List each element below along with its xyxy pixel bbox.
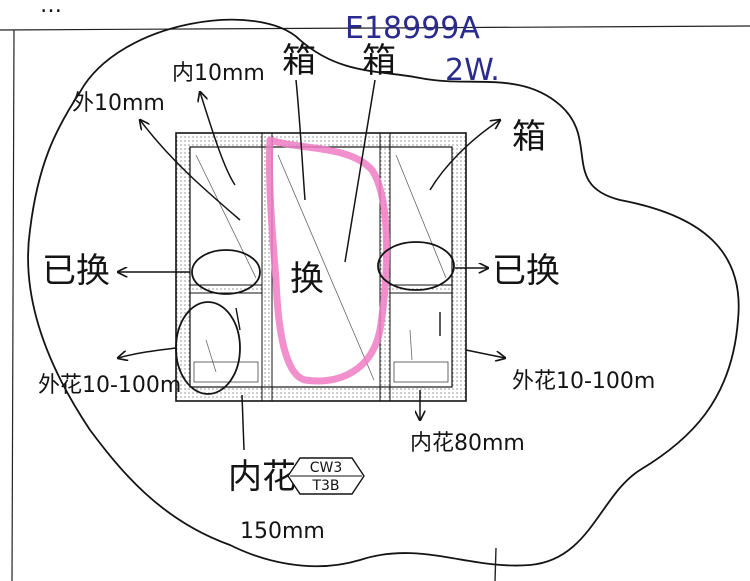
arrow-replace-center <box>344 79 376 263</box>
replace-highlight <box>265 136 391 385</box>
arrow-glass-mid <box>295 79 306 201</box>
label-glass-mid: 箱 <box>282 41 316 81</box>
label-glass-mid-2: 箱 <box>362 41 396 81</box>
label-replaced-right: 已换 <box>492 251 560 291</box>
glass-hatch-left-top <box>195 154 257 279</box>
rating-badge: CW3 T3B <box>287 457 365 495</box>
ref-code: E18999A <box>345 11 480 46</box>
ref-sub: 2W. <box>445 53 500 88</box>
badge-top: CW3 <box>310 460 343 476</box>
label-inner-scratch-bottom-length: 150mm <box>240 519 325 544</box>
label-scratch-left: 外花10-100m <box>38 373 181 398</box>
glass-mark-right-bottom <box>409 329 413 361</box>
transom-left <box>189 284 263 294</box>
label-glass-right: 箱 <box>512 117 546 157</box>
arrow-scratch-left <box>118 347 177 358</box>
label-inner-depth: 内10mm <box>172 61 265 86</box>
top-partial-text: … <box>40 0 62 18</box>
circle-replaced-left <box>191 249 261 295</box>
bottom-sash-left <box>193 361 259 383</box>
label-scratch-right: 外花10-100m <box>512 369 655 394</box>
badge-bottom: T3B <box>311 478 339 494</box>
arrow-inner-depth <box>200 92 236 186</box>
glass-mark-left-bottom <box>205 339 217 373</box>
outline-blob <box>27 18 740 568</box>
label-replaced-left: 已换 <box>42 251 110 291</box>
page-left-rule <box>11 29 15 581</box>
circle-replaced-right <box>377 241 455 291</box>
label-replace-center: 换 <box>290 259 324 299</box>
glass-hatch-mid <box>277 154 375 381</box>
label-inner-scratch-right: 内花80mm <box>410 431 525 456</box>
page-top-rule <box>0 25 750 31</box>
label-inner-scratch-bottom: 内花 <box>228 457 296 497</box>
label-outer-depth: 外10mm <box>72 91 165 116</box>
arrow-outer-depth <box>140 120 241 221</box>
scratch-mark-left <box>235 307 241 331</box>
arrow-glass-right <box>429 120 500 191</box>
glass-hatch-right-top <box>395 154 447 279</box>
arrow-scratch-right <box>465 349 505 358</box>
bottom-sash-right <box>393 361 449 383</box>
arrow-inner-scratch-bottom <box>241 394 245 451</box>
